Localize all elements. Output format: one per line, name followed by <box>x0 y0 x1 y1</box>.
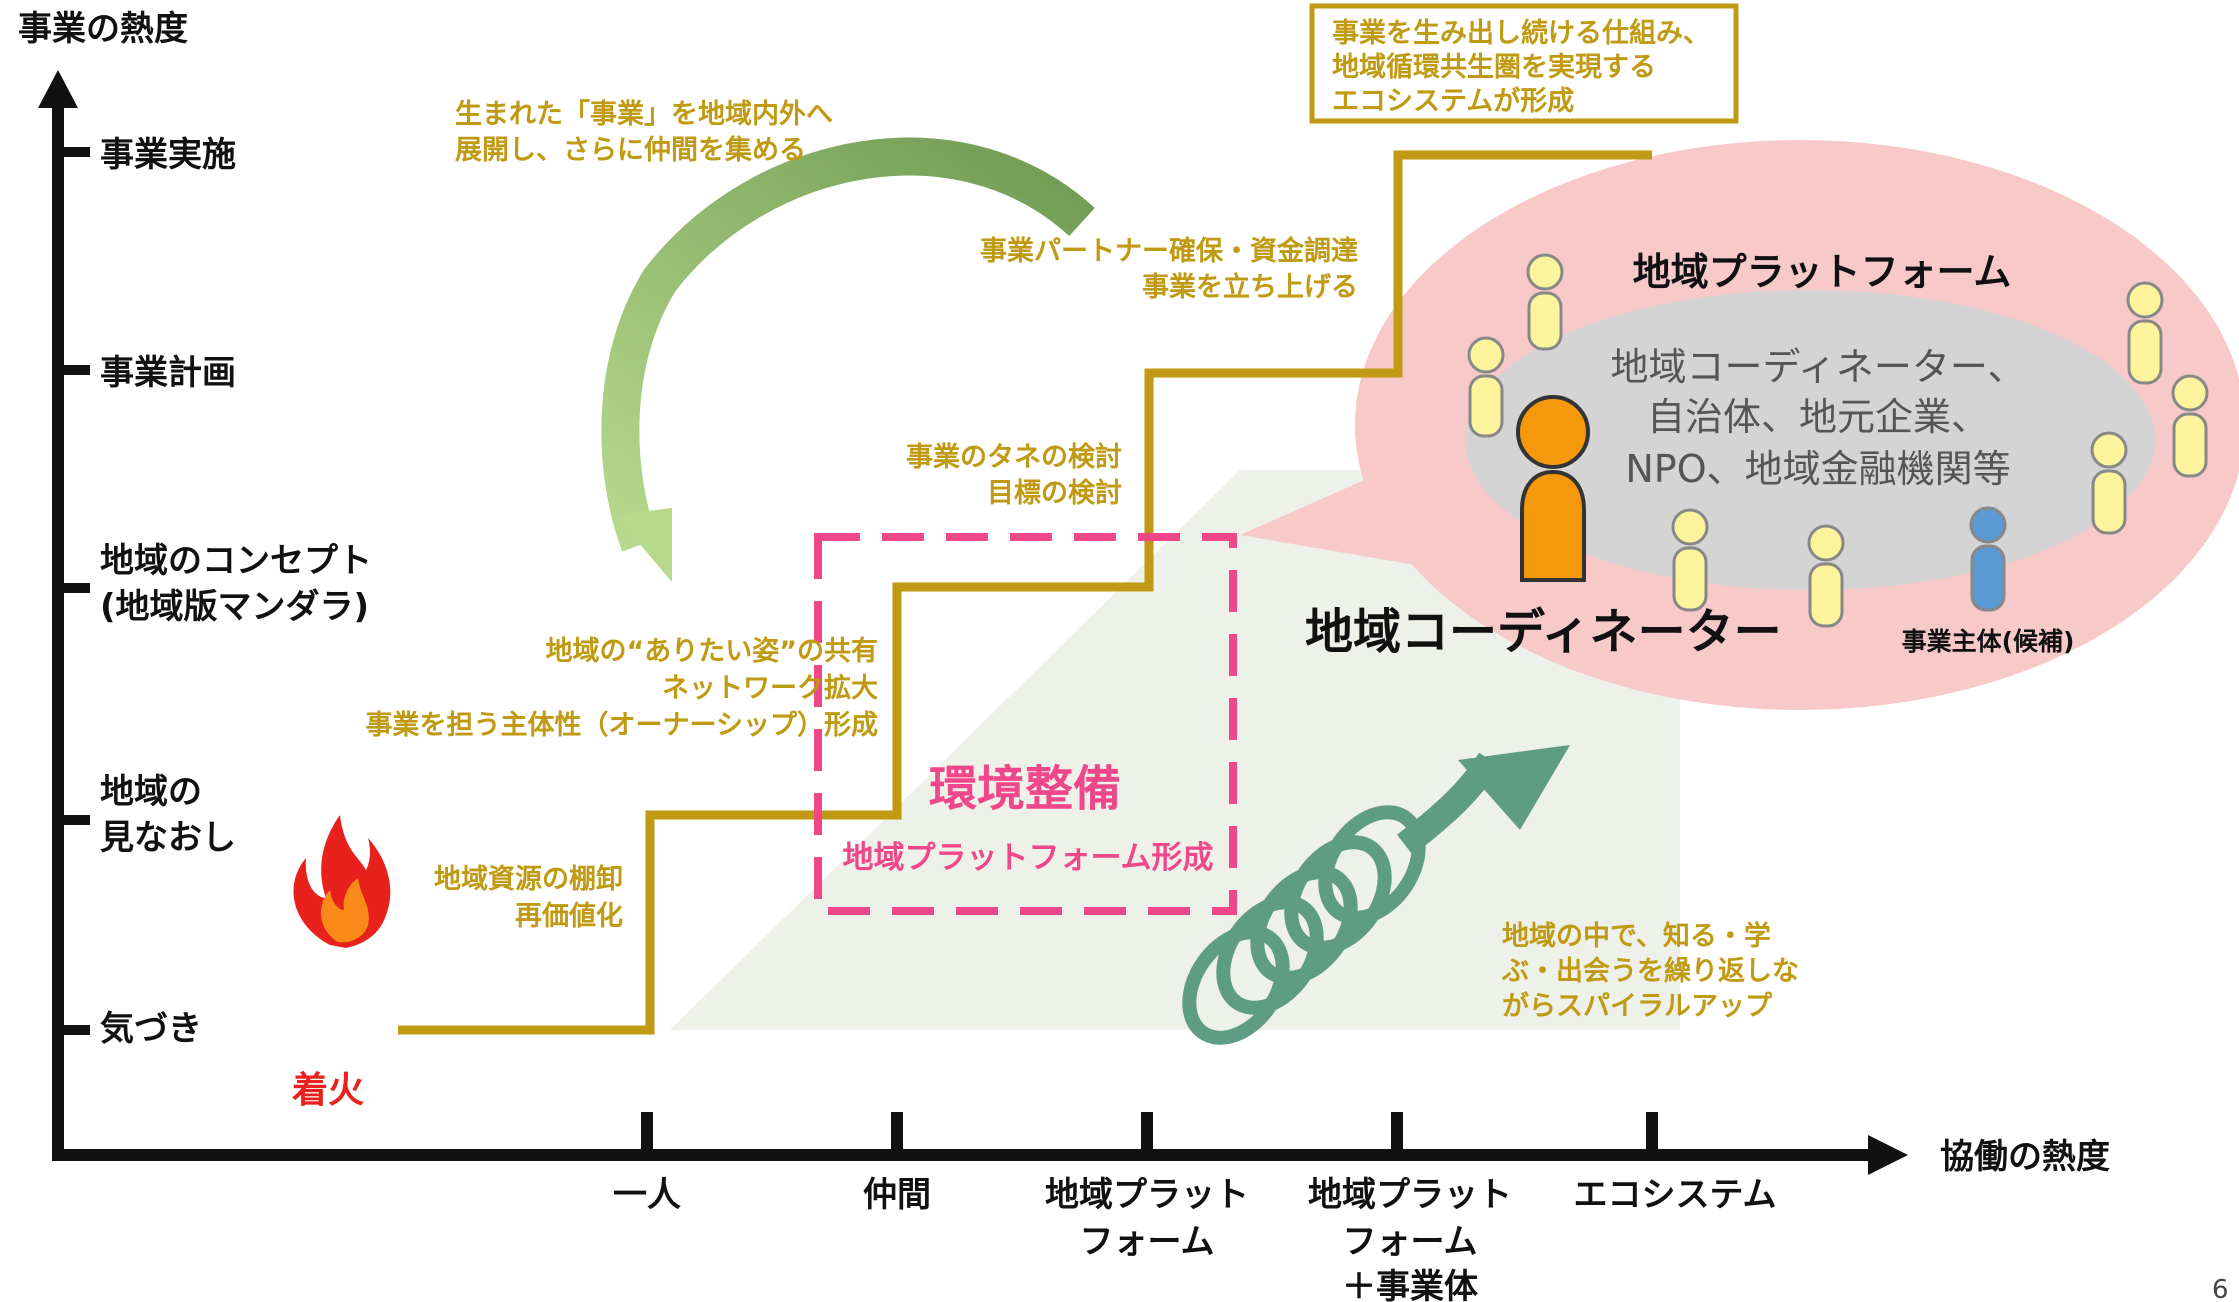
loop-arrow-head <box>615 508 672 582</box>
platform-member-2: 自治体、地元企業、 <box>1647 395 1989 439</box>
ecosystem-box <box>1309 3 1739 124</box>
note-s3-1: 事業のタネの検討 <box>906 441 1122 473</box>
note-s4-1: 事業パートナー確保・資金調達 <box>980 235 1358 267</box>
y-axis-title: 事業の熱度 <box>18 9 188 49</box>
y-ticks <box>58 147 90 1035</box>
person-yellow-icon <box>2126 281 2164 385</box>
ecosystem-text-1: 事業を生み出し続ける仕組み、 <box>1332 17 1710 49</box>
y-label-notice: 気づき <box>100 1009 202 1049</box>
x-label-peers: 仲間 <box>863 1175 931 1215</box>
ecosystem-text-2: 地域循環共生圏を実現する <box>1332 51 1656 83</box>
person-icons <box>1467 253 2209 628</box>
growth-ramp <box>670 470 1680 1030</box>
env-box <box>814 533 1237 915</box>
x-label-platform-biz-3: ＋事業体 <box>1342 1267 1478 1302</box>
x-label-platform-biz: 地域プラット <box>1308 1175 1512 1215</box>
note-spiral-3: がらスパイラルアップ <box>1502 990 1773 1022</box>
person-yellow-icon <box>1807 524 1845 628</box>
env-title: 環境整備 <box>929 761 1121 817</box>
person-blue-icon <box>1969 506 2007 612</box>
x-axis-title: 協働の熱度 <box>1940 1137 2110 1177</box>
y-axis-arrow <box>38 70 78 108</box>
x-label-ecosystem: エコシステム <box>1574 1175 1777 1215</box>
person-yellow-icon <box>1467 336 1505 438</box>
coordinator-label: 地域コーディネーター <box>1305 604 1782 660</box>
platform-member-1: 地域コーディネーター、 <box>1611 345 2026 389</box>
note-spiral-1: 地域の中で、知る・学 <box>1502 920 1771 952</box>
flame-icon <box>293 815 391 948</box>
note-s4-2: 事業を立ち上げる <box>1142 271 1358 303</box>
x-ticks <box>641 1112 1658 1155</box>
y-label-concept-sub: (地域版マンダラ) <box>100 587 369 627</box>
note-s1-2: 再価値化 <box>515 901 623 932</box>
y-label-concept: 地域のコンセプト <box>100 541 372 581</box>
person-orange-icon <box>1516 395 1590 582</box>
platform-member-3: NPO、地域金融機関等 <box>1625 447 2010 491</box>
loop-arrow <box>601 137 1095 552</box>
x-label-alone: 一人 <box>613 1175 681 1215</box>
note-s2-1: 地域の“ありたい姿”の共有 <box>546 636 879 667</box>
y-label-plan: 事業計画 <box>100 353 236 393</box>
y-label-review: 地域の <box>100 772 202 812</box>
x-axis-arrow <box>1868 1135 1908 1175</box>
person-yellow-icon <box>1671 508 1709 612</box>
person-yellow-icon <box>2171 374 2209 478</box>
platform-title: 地域プラットフォーム <box>1633 250 2012 294</box>
note-s1-1: 地域資源の棚卸 <box>434 863 623 895</box>
spiral-arrow-head <box>1458 745 1570 830</box>
y-label-implement: 事業実施 <box>100 135 236 175</box>
note-loop-2: 展開し、さらに仲間を集める <box>455 134 806 166</box>
ignition-label: 着火 <box>292 1070 364 1111</box>
person-yellow-icon <box>1526 253 1564 351</box>
x-label-platform: 地域プラット <box>1045 1175 1249 1215</box>
page-number: 6 <box>2212 1275 2229 1302</box>
x-label-platform-2: フォーム <box>1080 1222 1215 1262</box>
note-s3-2: 目標の検討 <box>987 477 1122 509</box>
ecosystem-text-3: エコシステムが形成 <box>1332 85 1574 117</box>
y-label-review-2: 見なおし <box>100 818 236 858</box>
note-s2-2: ネットワーク拡大 <box>662 673 878 704</box>
note-loop-1: 生まれた「事業」を地域内外へ <box>455 98 833 130</box>
person-yellow-icon <box>2090 431 2128 535</box>
note-s2-3: 事業を担う主体性（オーナーシップ）形成 <box>366 710 878 741</box>
growth-staircase <box>398 150 1652 1035</box>
entity-label: 事業主体(候補) <box>1902 627 2075 656</box>
x-label-platform-biz-2: フォーム <box>1343 1222 1478 1262</box>
env-subtitle: 地域プラットフォーム形成 <box>842 840 1213 876</box>
note-spiral-2: ぶ・出会うを繰り返しな <box>1501 955 1799 987</box>
